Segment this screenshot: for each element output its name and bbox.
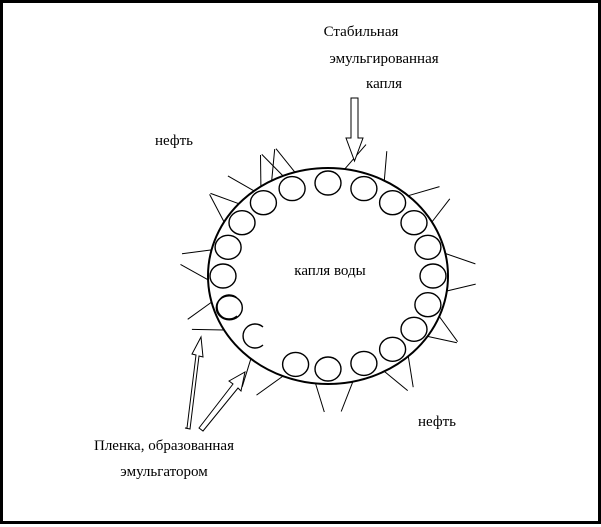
emulsifier-tail <box>428 336 457 342</box>
emulsifier-head <box>279 177 305 201</box>
emulsifier-tail <box>188 302 212 319</box>
emulsifier-tail <box>257 376 284 395</box>
stable-drop-label-line3: капля <box>366 76 402 92</box>
film-label-line2: эмульгатором <box>120 464 208 480</box>
emulsifier-tail <box>384 151 387 180</box>
stable-drop-label-line2: эмульгированная <box>329 51 438 67</box>
emulsifier-tail <box>181 264 209 279</box>
emulsifier-tail <box>316 383 325 412</box>
emulsifier-tail <box>228 176 254 191</box>
stable-drop-label-line1: Стабильная <box>324 24 399 40</box>
emulsifier-tail <box>182 250 212 254</box>
film-arrow-icon-2 <box>199 372 245 431</box>
emulsifier-tail <box>408 187 439 196</box>
emulsifier-head <box>351 177 377 201</box>
emulsifier-tail <box>341 382 353 412</box>
emulsifier-head <box>250 191 276 215</box>
oil-label-top: нефть <box>155 133 193 149</box>
emulsifier-head <box>229 211 255 235</box>
emulsifier-head <box>283 352 309 376</box>
emulsifier-head <box>415 293 441 317</box>
oil-label-bottom: нефть <box>418 414 456 430</box>
emulsifier-head <box>215 235 241 259</box>
emulsifier-tail <box>276 149 295 173</box>
emulsifier-tail <box>432 199 450 222</box>
emulsifier-tail <box>439 317 457 342</box>
emulsifier-tail <box>384 371 407 390</box>
water-drop-label: капля воды <box>294 263 365 279</box>
emulsifier-head <box>415 235 441 259</box>
film-arrow-icon <box>185 337 203 429</box>
emulsifier-head <box>420 264 446 288</box>
emulsifier-head <box>401 317 427 341</box>
emulsifier-head <box>380 191 406 215</box>
emulsifier-head <box>351 351 377 375</box>
emulsifier-tail <box>408 356 413 387</box>
emulsifier-tail <box>210 194 225 222</box>
emulsifier-head <box>210 264 236 288</box>
emulsifier-tail <box>447 284 476 291</box>
emulsifier-tail <box>192 329 224 330</box>
emulsifier-head-open <box>243 324 263 348</box>
emulsifier-head <box>315 171 341 195</box>
emulsifier-tail <box>445 254 475 264</box>
emulsifier-tail <box>211 193 239 203</box>
emulsifier-head <box>401 211 427 235</box>
emulsion-drop-diagram: Стабильная эмульгированная капля нефть к… <box>3 3 601 527</box>
emulsifier-head <box>380 337 406 361</box>
film-label-line1: Пленка, образованная <box>94 438 234 454</box>
emulsifier-head <box>315 357 341 381</box>
